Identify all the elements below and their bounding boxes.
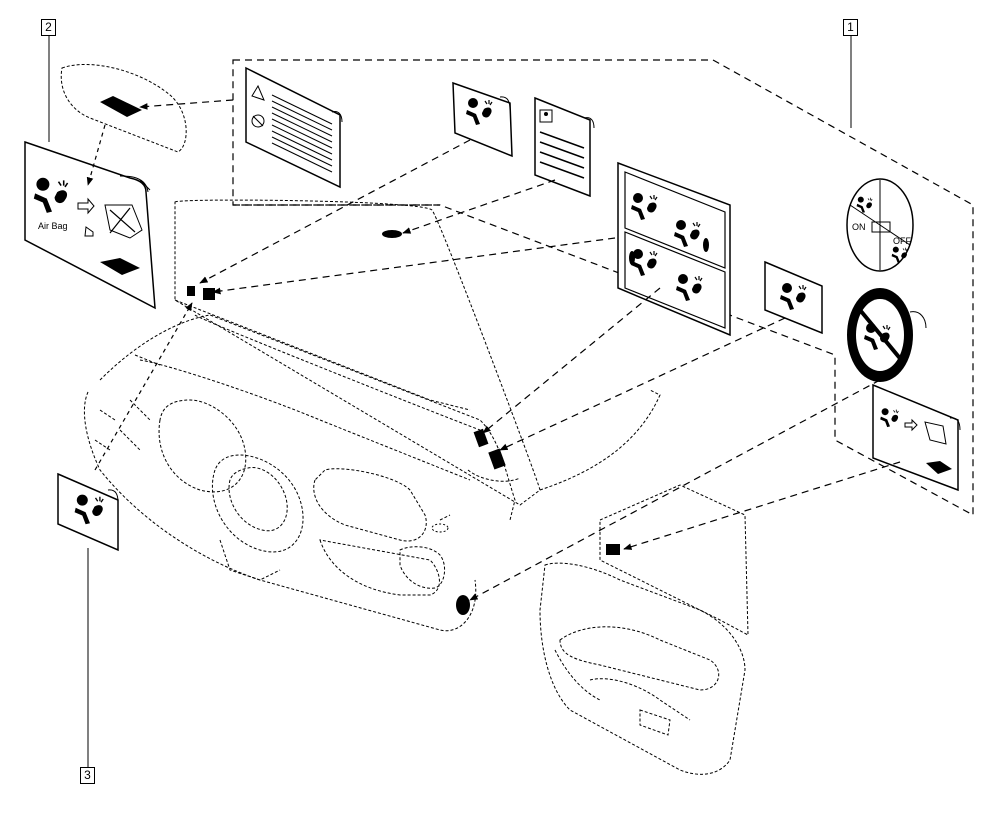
air-bag-text: Air Bag <box>38 221 68 231</box>
dash-vent-center <box>431 523 449 533</box>
marker-pillar-b <box>488 448 506 470</box>
marker-dash-end <box>456 595 470 615</box>
marker-door <box>606 544 620 555</box>
callout-2: 2 <box>41 19 56 36</box>
group-1-outline <box>232 59 974 517</box>
rotary-switch-label: ON OFF <box>846 178 914 272</box>
text-label-card <box>534 96 595 198</box>
small-airbag-label-b <box>764 260 823 335</box>
svg-text:ON: ON <box>852 222 866 232</box>
small-airbag-label-c <box>57 472 119 552</box>
arrows <box>86 99 901 601</box>
svg-text:OFF: OFF <box>893 236 911 246</box>
round-airbag-sticker <box>847 288 927 382</box>
door-panel-outline <box>539 484 749 775</box>
marker-dash-left-a <box>187 286 195 296</box>
four-panel-label <box>617 161 731 337</box>
door-warning-label <box>872 383 961 492</box>
marker-pillar-a <box>473 428 489 448</box>
marker-dash-center <box>382 230 402 238</box>
sun-visor-label <box>100 96 142 117</box>
callout-3: 3 <box>80 767 95 784</box>
callout-1: 1 <box>843 19 858 36</box>
marker-dash-left-b <box>203 288 215 300</box>
warning-label-card <box>245 66 343 189</box>
visor-label-card: Air Bag <box>24 140 156 310</box>
dashboard-outline <box>83 199 661 632</box>
small-airbag-label-a <box>452 81 513 158</box>
